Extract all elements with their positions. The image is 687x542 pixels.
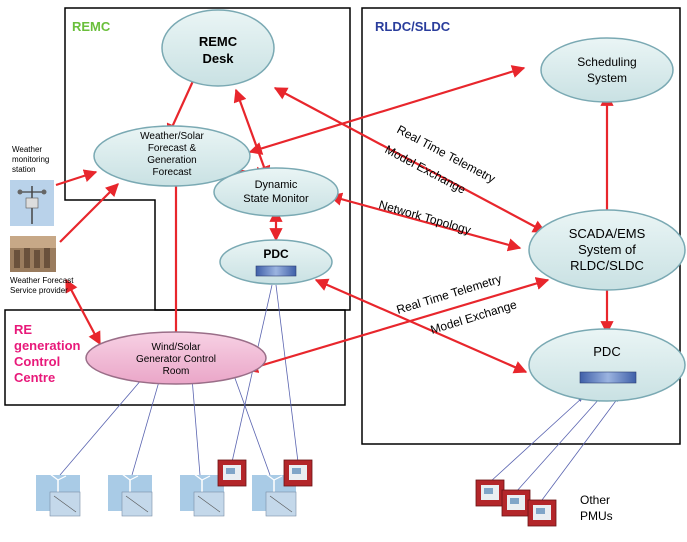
wind-solar-site-icon	[36, 473, 81, 517]
re-region-title-3: Control	[14, 354, 60, 369]
svg-text:Desk: Desk	[202, 51, 234, 66]
other-pmus-label-2: PMUs	[580, 509, 613, 523]
svg-text:Scheduling: Scheduling	[577, 55, 636, 69]
svg-text:Forecast &: Forecast &	[148, 143, 197, 154]
pdc-device-icon	[579, 371, 637, 384]
pmu-device-icon	[217, 459, 247, 487]
node-dynamic-state-monitor: Dynamic State Monitor	[213, 167, 339, 217]
svg-text:PDC: PDC	[593, 344, 620, 359]
svg-text:SCADA/EMS: SCADA/EMS	[569, 226, 646, 241]
node-weather-solar-forecast: Weather/Solar Forecast & Generation Fore…	[93, 125, 251, 187]
svg-text:monitoring: monitoring	[12, 155, 49, 164]
label-network-topology: Network Topology	[377, 197, 472, 237]
svg-text:Forecast: Forecast	[153, 167, 192, 178]
pdc-device-icon	[255, 265, 297, 277]
svg-text:Weather: Weather	[12, 145, 42, 154]
node-pdc-remc: PDC	[219, 239, 333, 285]
svg-text:PDC: PDC	[263, 247, 289, 261]
forecast-provider-label: Weather Forecast Service provider	[10, 276, 74, 295]
svg-text:System of: System of	[578, 242, 636, 257]
svg-text:Generation: Generation	[147, 155, 196, 166]
svg-text:Wind/Solar: Wind/Solar	[152, 342, 202, 353]
weather-station-label: Weather monitoring station	[12, 145, 49, 174]
wind-solar-site-icon	[108, 473, 153, 517]
svg-text:State Monitor: State Monitor	[243, 193, 309, 205]
re-region-title-4: Centre	[14, 370, 55, 385]
svg-text:RLDC/SLDC: RLDC/SLDC	[570, 258, 644, 273]
node-scada-ems: SCADA/EMS System of RLDC/SLDC	[528, 209, 686, 291]
node-remc-desk: REMC Desk	[161, 9, 275, 87]
svg-text:Generator Control: Generator Control	[136, 354, 216, 365]
other-pmus-label-1: Other	[580, 493, 610, 507]
svg-text:Service provider: Service provider	[10, 286, 68, 295]
svg-text:Dynamic: Dynamic	[255, 179, 298, 191]
re-region-title-2: generation	[14, 338, 81, 353]
pmu-device-icon	[501, 489, 531, 517]
remc-region-title: REMC	[72, 19, 111, 34]
svg-text:station: station	[12, 165, 36, 174]
wind-solar-site-icon	[180, 473, 225, 517]
red-arrows	[55, 65, 614, 374]
node-pdc-rldc: PDC	[528, 328, 686, 402]
svg-text:System: System	[587, 71, 627, 85]
pmu-link-lines	[59, 284, 619, 501]
pmu-device-icon	[475, 479, 505, 507]
forecast-provider-icon	[10, 236, 56, 272]
pmu-device-icon	[527, 499, 557, 527]
svg-text:REMC: REMC	[199, 34, 238, 49]
pmu-device-icon	[283, 459, 313, 487]
svg-text:Weather/Solar: Weather/Solar	[140, 131, 204, 142]
svg-text:Weather Forecast: Weather Forecast	[10, 276, 74, 285]
svg-text:Room: Room	[163, 366, 190, 377]
re-region-title-1: RE	[14, 322, 32, 337]
node-wind-solar-control-room: Wind/Solar Generator Control Room	[85, 331, 267, 385]
node-scheduling-system: Scheduling System	[540, 37, 674, 103]
weather-station-icon	[10, 180, 54, 226]
rldc-region-title: RLDC/SLDC	[375, 19, 451, 34]
